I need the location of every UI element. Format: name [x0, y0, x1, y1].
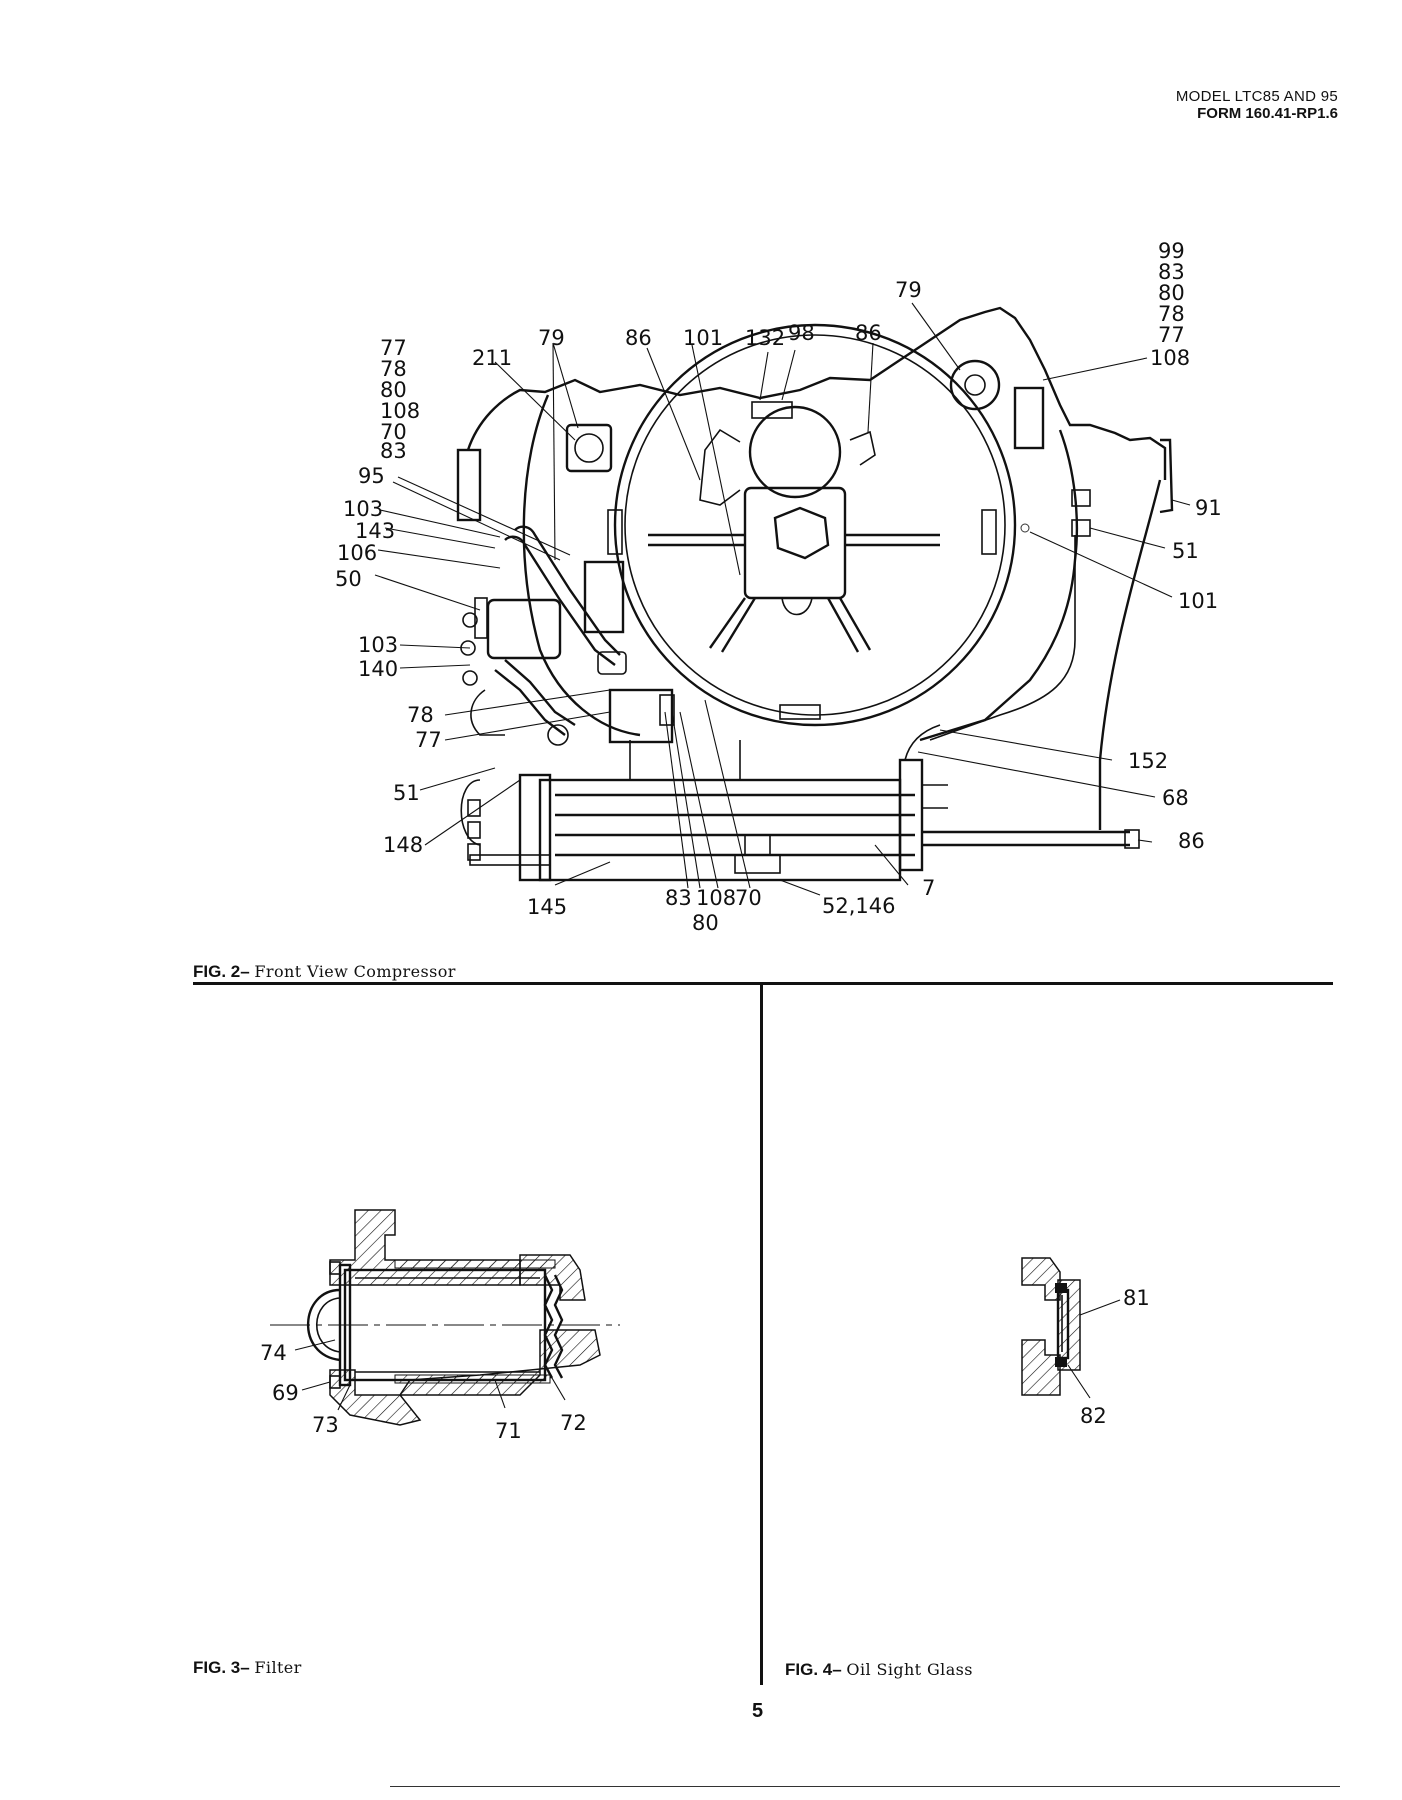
fig2-label-51-right: 51: [1172, 539, 1199, 563]
oil-sight-glass-illustration: 81 82: [1021, 1257, 1150, 1428]
fig2-label-70-bottom: 70: [735, 886, 762, 910]
page-number: 5: [752, 1700, 764, 1722]
fig2-label-80-bottom: 80: [692, 911, 719, 935]
fig2-label-91: 91: [1195, 496, 1222, 520]
fig2-label-77: 77: [380, 336, 407, 360]
fig3-caption-number: FIG. 3–: [193, 1658, 250, 1677]
fig2-label-78-right: 78: [1158, 302, 1185, 326]
fig3-label-71: 71: [495, 1419, 522, 1443]
fig4-caption: FIG. 4– Oil Sight Glass: [785, 1660, 973, 1680]
fig2-label-140: 140: [358, 657, 398, 681]
fig2-label-77-right: 77: [1158, 323, 1185, 347]
fig2-label-83-bottom: 83: [665, 886, 692, 910]
horizontal-divider: [193, 982, 1333, 985]
fig2-label-103-top: 103: [343, 497, 383, 521]
fig2-label-86-right: 86: [1178, 829, 1205, 853]
fig2-label-50: 50: [335, 567, 362, 591]
form-number: FORM 160.41-RP1.6: [1197, 105, 1338, 122]
model-line: MODEL LTC85 AND 95: [1175, 88, 1338, 105]
fig2-label-101-top: 101: [683, 326, 723, 350]
fig2-label-99: 99: [1158, 239, 1185, 263]
filter-section-illustration: 74 69 73 71 72: [260, 1209, 620, 1443]
fig3-caption-text: Filter: [254, 1658, 302, 1677]
fig4-drawing: 81 82: [1021, 1257, 1150, 1428]
fig2-label-103-bottom: 103: [358, 633, 398, 657]
fig2-label-108: 108: [380, 399, 420, 423]
fig2-label-68: 68: [1162, 786, 1189, 810]
fig2-drawing: 77 78 80 108 70 83 95 103 143 106 50 103…: [335, 239, 1222, 935]
fig2-caption-text: Front View Compressor: [254, 962, 456, 981]
fig3-caption: FIG. 3– Filter: [193, 1658, 302, 1678]
fig2-label-86-top-right: 86: [855, 321, 882, 345]
fig3-label-74: 74: [260, 1341, 287, 1365]
fig2-caption-number: FIG. 2–: [193, 962, 250, 981]
fig2-label-78: 78: [380, 357, 407, 381]
fig2-label-108-bottom: 108: [696, 886, 736, 910]
fig2-label-78-left: 78: [407, 703, 434, 727]
fig4-caption-text: Oil Sight Glass: [846, 1660, 973, 1679]
fig3-label-72: 72: [560, 1411, 587, 1435]
fig2-label-79-left: 79: [538, 326, 565, 350]
fig3-label-73: 73: [312, 1413, 339, 1437]
page-header: MODEL LTC85 AND 95 FORM 160.41-RP1.6: [1176, 88, 1338, 122]
fig2-label-108-right: 108: [1150, 346, 1190, 370]
fig2-label-211: 211: [472, 346, 512, 370]
fig2-label-95: 95: [358, 464, 385, 488]
fig2-label-51-left: 51: [393, 781, 420, 805]
bottom-edge-line: [390, 1786, 1340, 1787]
fig2-label-132: 132: [745, 326, 785, 350]
fig4-label-81: 81: [1123, 1286, 1150, 1310]
fig2-caption: FIG. 2– Front View Compressor: [193, 962, 456, 982]
fig2-label-83-right: 83: [1158, 260, 1185, 284]
fig2-label-52-146: 52,146: [822, 894, 895, 918]
fig2-label-152: 152: [1128, 749, 1168, 773]
fig2-label-80-right: 80: [1158, 281, 1185, 305]
fig2-label-106: 106: [337, 541, 377, 565]
fig3-drawing: 74 69 73 71 72: [260, 1209, 620, 1443]
fig2-label-7: 7: [922, 876, 935, 900]
compressor-front-view-illustration: 77 78 80 108 70 83 95 103 143 106 50 103…: [335, 239, 1222, 935]
fig3-label-69: 69: [272, 1381, 299, 1405]
vertical-divider: [760, 985, 763, 1685]
fig2-label-101-right: 101: [1178, 589, 1218, 613]
fig2-label-143: 143: [355, 519, 395, 543]
fig2-label-79-right: 79: [895, 278, 922, 302]
fig2-label-148: 148: [383, 833, 423, 857]
fig2-label-77-left: 77: [415, 728, 442, 752]
fig4-caption-number: FIG. 4–: [785, 1660, 842, 1679]
fig2-label-83: 83: [380, 439, 407, 463]
fig2-label-145: 145: [527, 895, 567, 919]
fig2-label-70: 70: [380, 420, 407, 444]
fig2-label-98: 98: [788, 321, 815, 345]
fig2-label-80: 80: [380, 378, 407, 402]
fig2-label-86-top-left: 86: [625, 326, 652, 350]
fig4-label-82: 82: [1080, 1404, 1107, 1428]
